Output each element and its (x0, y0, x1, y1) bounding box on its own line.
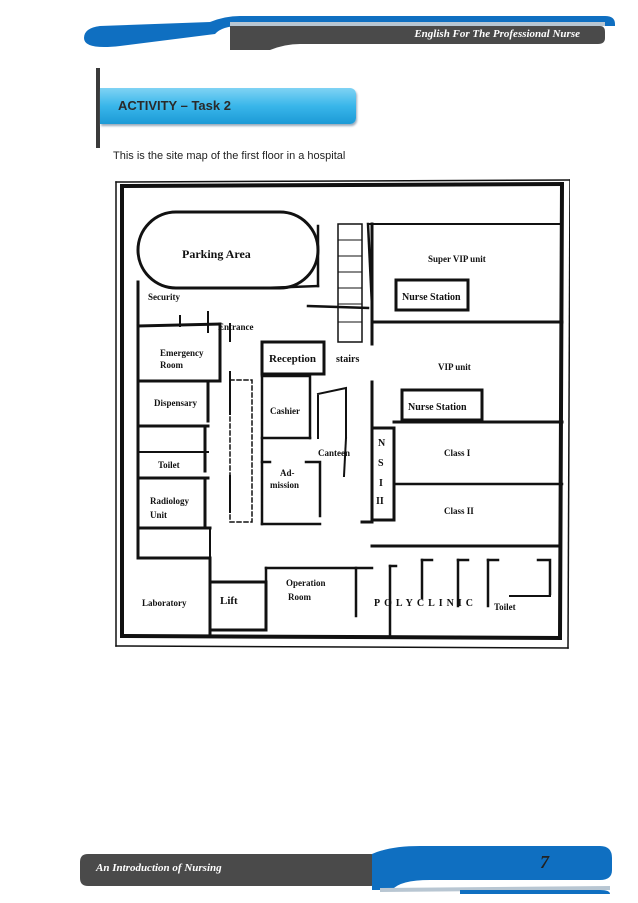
label-parking-area: Parking Area (182, 247, 251, 261)
label-radiology-1: Radiology (150, 496, 190, 506)
label-operation-room-2: Room (288, 592, 311, 602)
label-operation-room-1: Operation (286, 578, 326, 588)
label-toilet-right: Toilet (494, 602, 516, 612)
label-laboratory: Laboratory (142, 598, 187, 608)
footer-banner (80, 846, 612, 894)
label-dispensary: Dispensary (154, 398, 198, 408)
label-class-1: Class I (444, 448, 471, 458)
label-emergency-room-1: Emergency (160, 348, 204, 358)
label-nsii-ii: II (376, 496, 384, 507)
label-polyclinic: POLYCLINIC (374, 598, 477, 609)
label-admission-1: Ad- (280, 468, 295, 478)
label-admission-2: mission (270, 480, 299, 490)
label-nsii-s: S (378, 458, 384, 469)
footer-title: An Introduction of Nursing (96, 862, 222, 874)
label-reception: Reception (269, 353, 316, 365)
label-nsii-n: N (378, 438, 386, 449)
label-super-vip-unit: Super VIP unit (428, 254, 486, 264)
label-toilet-left: Toilet (158, 460, 180, 470)
page-number: 7 (540, 852, 549, 872)
label-nsii-i: I (379, 478, 383, 489)
label-canteen: Canteen (318, 448, 350, 458)
label-security: Security (148, 292, 180, 302)
activity-label: ACTIVITY – Task 2 (118, 98, 231, 113)
label-radiology-2: Unit (150, 510, 167, 520)
label-class-2: Class II (444, 506, 474, 516)
label-stairs: stairs (336, 354, 359, 365)
label-cashier: Cashier (270, 406, 300, 416)
header-title: English For The Professional Nurse (414, 28, 580, 40)
label-lift: Lift (220, 595, 238, 607)
label-entrance: Entrance (218, 322, 254, 332)
label-nurse-station-2: Nurse Station (408, 402, 467, 413)
label-vip-unit: VIP unit (438, 362, 471, 372)
header-banner (84, 16, 615, 50)
floor-plan-map: Parking Area Security Entrance Emergency… (115, 179, 570, 649)
intro-text: This is the site map of the first floor … (113, 150, 346, 162)
label-emergency-room-2: Room (160, 360, 183, 370)
activity-banner: ACTIVITY – Task 2 (100, 88, 356, 124)
label-nurse-station-1: Nurse Station (402, 292, 461, 303)
activity-divider (96, 68, 100, 148)
